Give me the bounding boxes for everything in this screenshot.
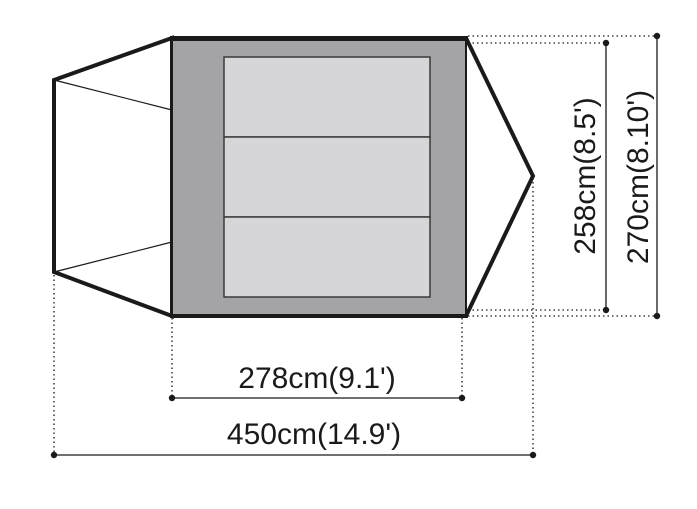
vestibule-pole-line-bottom	[53, 241, 173, 273]
total-width-end-right	[529, 451, 537, 459]
inner-width-label: 278cm(9.1')	[238, 362, 395, 395]
sleeping-pad-2	[223, 136, 431, 218]
inner-tent-floor	[170, 36, 468, 318]
vestibule-pole-line-top	[53, 79, 173, 111]
total-width-label: 450cm(14.9')	[227, 418, 401, 451]
inner-depth-label: 258cm(8.5')	[569, 97, 602, 254]
total-depth-end-top	[653, 32, 661, 40]
inner-width-dimension: 278cm(9.1')	[168, 362, 466, 402]
inner-width-end-left	[168, 394, 176, 402]
sleeping-pad-1	[223, 56, 431, 138]
total-depth-dimension: 270cm(8.10')	[622, 32, 661, 320]
total-depth-label: 270cm(8.10')	[622, 90, 655, 264]
total-width-dimension: 450cm(14.9')	[50, 418, 537, 459]
inner-depth-end-top	[602, 39, 610, 47]
total-width-end-left	[50, 451, 58, 459]
total-depth-end-bottom	[653, 312, 661, 320]
vestibule-outline	[52, 35, 174, 319]
rear-vestibule-outline	[464, 37, 536, 317]
extension-lines	[53, 35, 657, 455]
sleeping-pad-3	[223, 216, 431, 298]
front-vestibule	[52, 35, 174, 319]
inner-depth-end-bottom	[602, 306, 610, 314]
rear-vestibule	[464, 37, 536, 317]
inner-depth-dimension: 258cm(8.5')	[569, 39, 610, 314]
inner-width-end-right	[458, 394, 466, 402]
